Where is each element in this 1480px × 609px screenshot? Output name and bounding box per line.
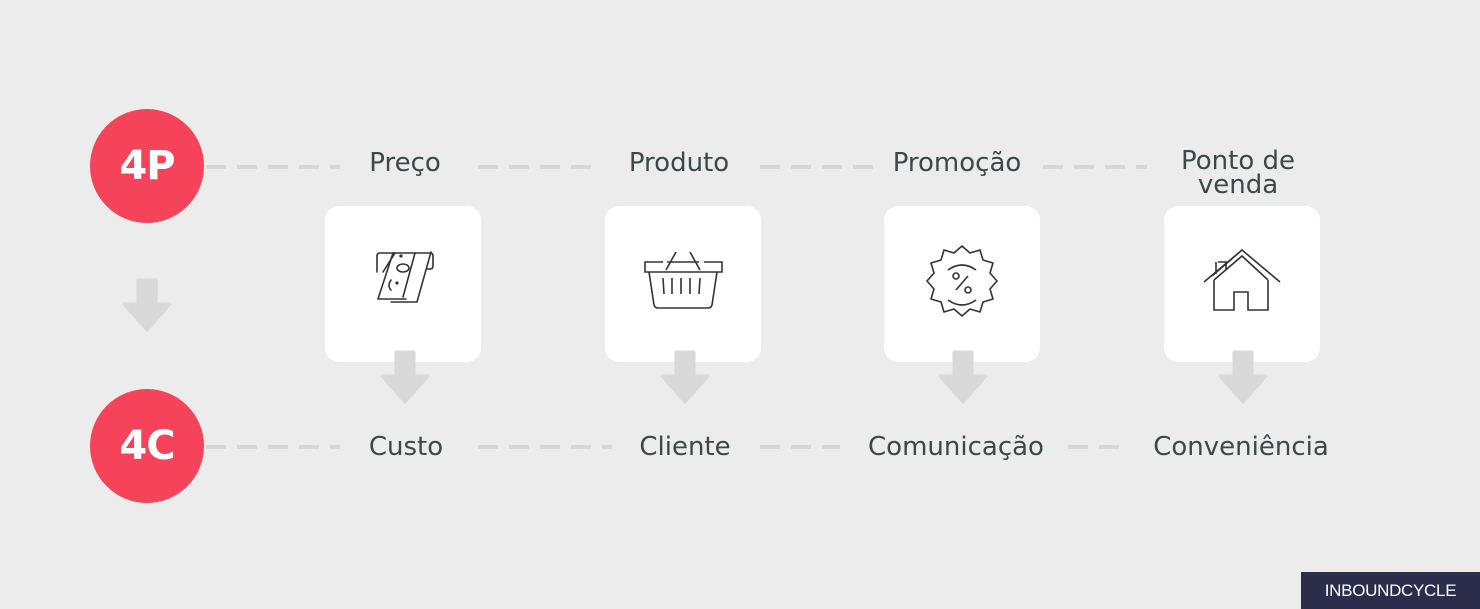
badge-4p-label: 4P <box>119 143 175 189</box>
atm-cash-icon <box>376 251 434 303</box>
card-preco <box>325 206 481 362</box>
connector-line <box>760 165 874 169</box>
badge-4c-label: 4C <box>119 423 175 469</box>
card-promocao <box>884 206 1040 362</box>
connector-line <box>478 445 612 449</box>
label-produto: Produto <box>628 148 730 178</box>
connector-line <box>206 445 340 449</box>
label-custo: Custo <box>368 432 444 462</box>
house-icon <box>1203 248 1281 311</box>
logo-text: INBOUNDCYCLE <box>1324 580 1457 600</box>
card-ponto-de-venda <box>1164 206 1320 362</box>
connector-line <box>478 165 592 169</box>
arrow-down-icon <box>1218 350 1268 404</box>
badge-4p: 4P <box>90 109 204 223</box>
inboundcycle-logo: INBOUNDCYCLE <box>1301 572 1480 609</box>
connector-line <box>1043 165 1147 169</box>
discount-badge-icon <box>926 245 998 317</box>
arrow-down-icon <box>660 350 710 404</box>
connector-line <box>1068 445 1122 449</box>
card-produto <box>605 206 761 362</box>
label-comunicacao: Comunicação <box>868 432 1044 462</box>
arrow-down-icon <box>380 350 430 404</box>
label-promocao: Promoção <box>892 148 1022 178</box>
connector-line <box>760 445 840 449</box>
arrow-down-icon <box>938 350 988 404</box>
shopping-basket-icon <box>644 251 723 309</box>
arrow-down-icon <box>122 278 172 332</box>
label-conveniencia: Conveniência <box>1153 432 1329 462</box>
label-cliente: Cliente <box>639 432 731 462</box>
label-preco: Preço <box>369 148 441 178</box>
label-ponto-de-venda: Ponto de venda <box>1180 146 1295 200</box>
connector-line <box>206 165 340 169</box>
badge-4c: 4C <box>90 389 204 503</box>
